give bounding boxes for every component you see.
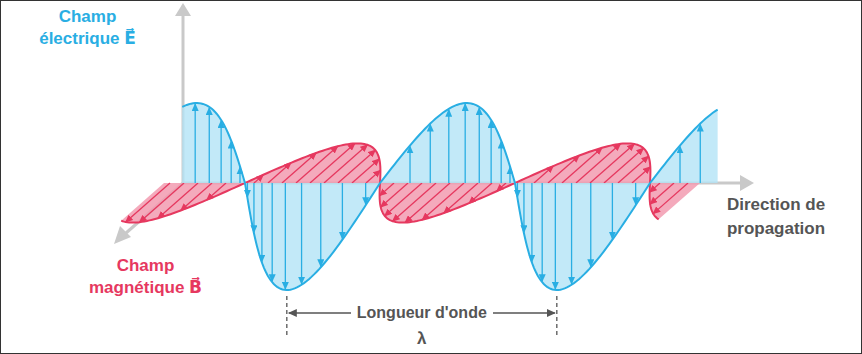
dimension-symbol: λ xyxy=(417,328,426,350)
electric-vector xyxy=(571,183,572,284)
magnetic-vector xyxy=(380,183,394,196)
electric-vector xyxy=(479,108,480,183)
magnetic-vector xyxy=(381,183,408,207)
electric-vector xyxy=(612,183,613,239)
axis-label: Direction de propagation xyxy=(706,193,846,241)
magnetic-vector xyxy=(405,183,450,223)
dimension-tick xyxy=(286,296,287,336)
electric-vector xyxy=(365,183,366,204)
electric-vector xyxy=(679,146,680,183)
electric-field-curve xyxy=(182,103,717,290)
waves xyxy=(121,103,717,290)
magnetic-vector xyxy=(366,170,380,183)
electric-vector xyxy=(490,121,491,183)
axis-arrowhead xyxy=(114,226,131,244)
dimension-label: Longueur d'onde xyxy=(351,302,493,324)
electric-vector xyxy=(555,183,556,289)
magnetic-vector xyxy=(393,183,436,221)
axis-arrowhead xyxy=(740,175,754,191)
electric-vector xyxy=(635,183,636,204)
axis-arrowhead xyxy=(175,3,191,16)
magnetic-vector xyxy=(618,156,648,183)
electric-vector xyxy=(272,183,273,281)
magnetic-vector xyxy=(653,183,688,214)
magnetic-vector xyxy=(181,183,212,211)
dimension-tick xyxy=(556,296,557,336)
electric-vectors xyxy=(195,104,700,289)
electric-vector xyxy=(523,183,524,232)
electric-vector xyxy=(700,125,701,183)
field-label: Champ électrique E⃗ xyxy=(20,6,155,50)
electric-vector xyxy=(342,183,343,239)
electric-vector xyxy=(409,146,410,183)
electric-field-fill xyxy=(182,103,717,290)
magnetic-vector xyxy=(469,183,492,203)
electric-vector xyxy=(285,183,286,289)
electric-vector xyxy=(253,183,254,232)
magnetic-vector xyxy=(444,183,478,213)
electric-vector xyxy=(448,110,449,183)
electric-vector xyxy=(501,142,502,183)
electric-vector xyxy=(542,183,543,281)
electric-vector xyxy=(195,104,196,183)
electric-vector xyxy=(220,121,221,183)
magnetic-vector xyxy=(207,183,226,200)
electric-vector xyxy=(261,183,262,262)
electric-vector xyxy=(320,183,321,266)
magnetic-vector xyxy=(268,163,291,183)
magnetic-vector xyxy=(650,183,674,204)
electric-vector xyxy=(590,183,591,266)
electric-vector xyxy=(430,125,431,183)
magnetic-vector xyxy=(548,155,579,183)
electric-vector xyxy=(231,142,232,183)
electric-vector xyxy=(209,108,210,183)
magnetic-vector xyxy=(310,143,355,183)
electric-vector xyxy=(465,104,466,183)
magnetic-vector xyxy=(632,167,650,183)
magnetic-vector xyxy=(282,153,316,183)
electric-vector xyxy=(531,183,532,262)
magnetic-vector xyxy=(650,183,660,192)
magnetic-vector xyxy=(352,159,379,183)
field-label: Champ magnétique B⃗ xyxy=(78,255,213,299)
magnetic-vector xyxy=(324,145,367,183)
electric-vector xyxy=(301,183,302,284)
